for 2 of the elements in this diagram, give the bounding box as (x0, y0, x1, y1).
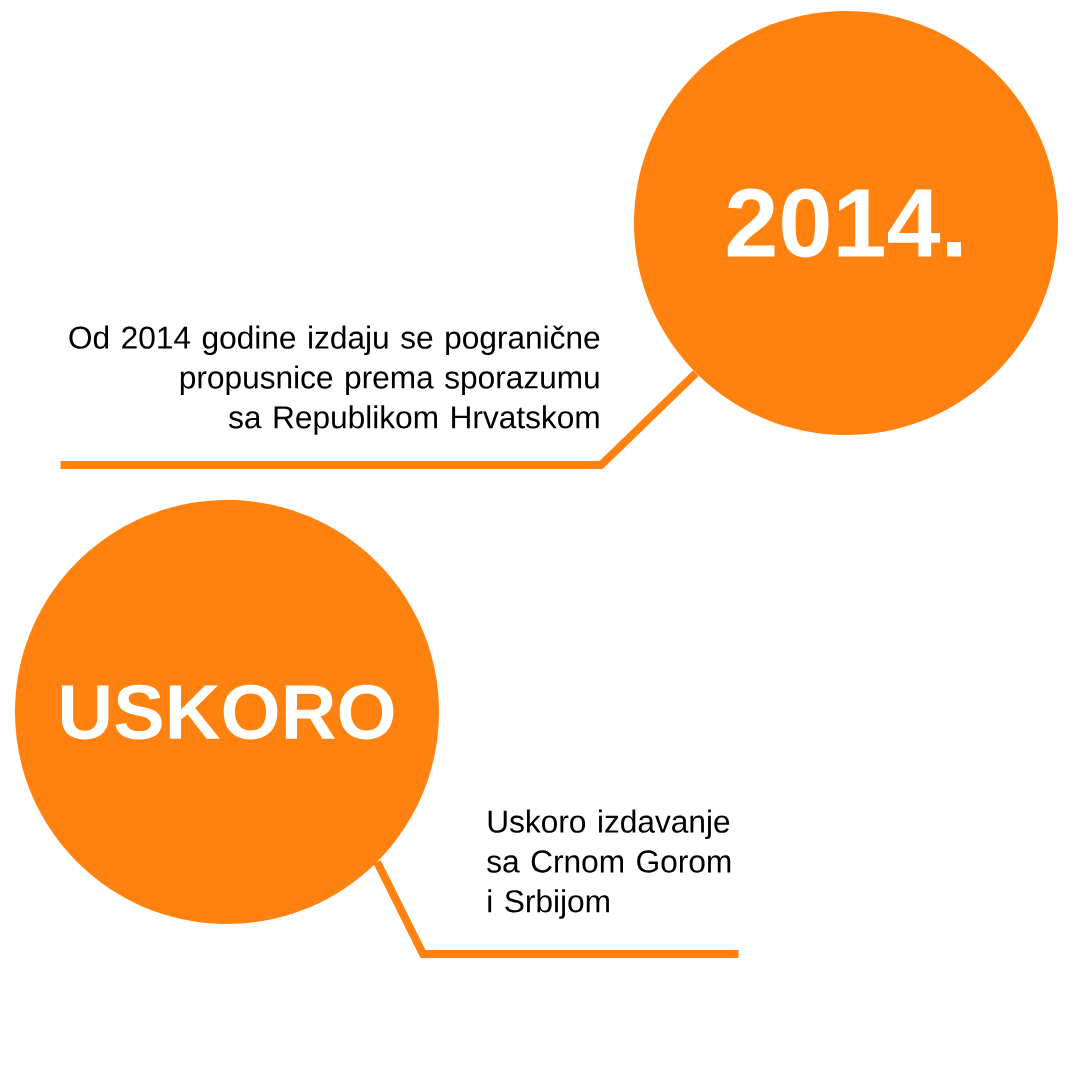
description-text: Od 2014 godine izdaju se pogranične propusnice prema sporazumu sa Republikom Hrvatskom (69, 325, 600, 435)
description-text: Uskoro izdavanje sa Crnom Gorom i Srbijom (487, 809, 731, 919)
